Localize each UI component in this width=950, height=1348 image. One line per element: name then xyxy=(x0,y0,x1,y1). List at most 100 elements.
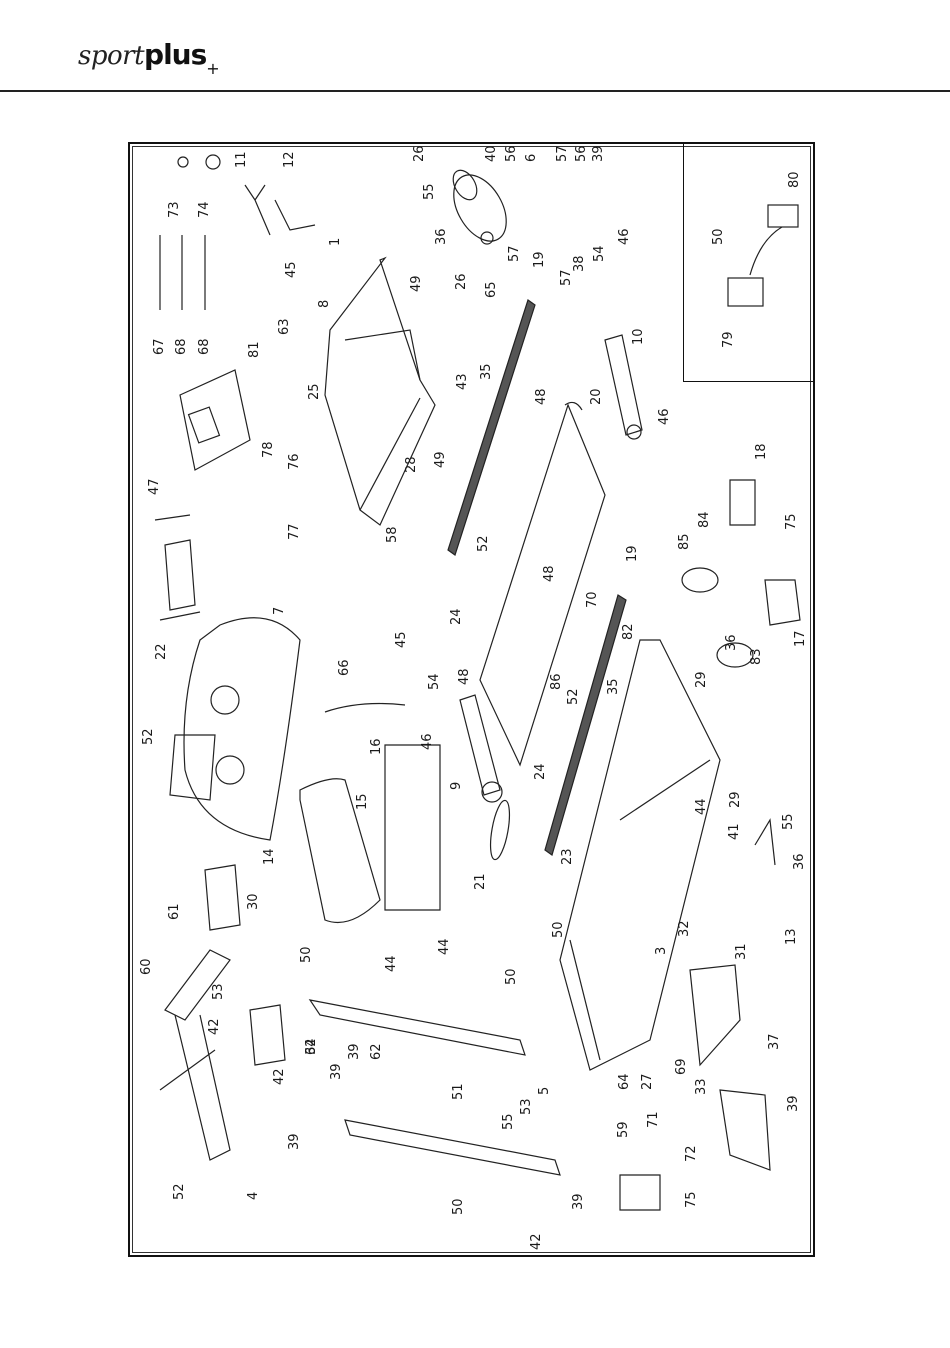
part-number-label: 34 xyxy=(304,1038,319,1055)
part-number-label: 11 xyxy=(234,151,249,168)
part-number-label: 39 xyxy=(347,1043,362,1060)
foot-pad-lower xyxy=(716,642,754,668)
part-number-label: 56 xyxy=(574,145,589,162)
part-number-label: 5 xyxy=(537,1087,552,1095)
part-number-label: 13 xyxy=(784,928,799,945)
part-number-label: 51 xyxy=(451,1083,466,1100)
part-number-label: 1 xyxy=(328,238,343,246)
part-number-label: 75 xyxy=(784,513,799,530)
part-number-label: 14 xyxy=(262,848,277,865)
transformer-upper xyxy=(767,204,799,228)
part-number-label: 63 xyxy=(277,318,292,335)
part-number-label: 45 xyxy=(284,261,299,278)
part-number-label: 83 xyxy=(749,648,764,665)
part-number-label: 39 xyxy=(571,1193,586,1210)
part-number-label: 10 xyxy=(631,328,646,345)
part-number-label: 86 xyxy=(549,673,564,690)
transformer-lower xyxy=(727,277,764,307)
part-number-label: 16 xyxy=(369,738,384,755)
part-number-label: 48 xyxy=(542,565,557,582)
part-number-label: 79 xyxy=(721,331,736,348)
part-number-label: 46 xyxy=(420,733,435,750)
part-number-label: 62 xyxy=(304,1038,319,1055)
part-number-label: 82 xyxy=(621,623,636,640)
part-number-label: 71 xyxy=(646,1111,661,1128)
part-number-label: 38 xyxy=(572,255,587,272)
part-number-label: 78 xyxy=(261,441,276,458)
cap-large xyxy=(205,154,221,170)
part-number-label: 80 xyxy=(787,171,802,188)
part-number-label: 49 xyxy=(409,275,424,292)
part-number-label: 48 xyxy=(534,388,549,405)
safety-key-cord xyxy=(324,702,406,713)
motor-hood-part xyxy=(299,778,381,924)
part-number-label: 53 xyxy=(519,1098,534,1115)
part-number-label: 45 xyxy=(394,631,409,648)
part-number-label: 72 xyxy=(684,1145,699,1162)
logo-script-text: sport xyxy=(78,41,145,71)
part-number-label: 53 xyxy=(211,983,226,1000)
display-panel-part xyxy=(179,369,251,471)
rear-end-cap-left xyxy=(689,964,741,1067)
part-number-label: 9 xyxy=(449,782,464,790)
part-number-label: 44 xyxy=(437,938,452,955)
wrench-tool xyxy=(244,184,271,236)
part-number-label: 39 xyxy=(287,1133,302,1150)
part-number-label: 33 xyxy=(694,1078,709,1095)
part-number-label: 7 xyxy=(272,607,287,615)
part-number-label: 48 xyxy=(457,668,472,685)
header-divider xyxy=(0,90,950,92)
part-number-label: 54 xyxy=(427,673,442,690)
part-number-label: 69 xyxy=(674,1058,689,1075)
grip-tube-lower xyxy=(249,1004,286,1066)
part-number-label: 57 xyxy=(507,245,522,262)
part-number-label: 81 xyxy=(247,341,262,358)
motor-part xyxy=(452,169,507,245)
part-number-label: 52 xyxy=(141,728,156,745)
part-number-label: 17 xyxy=(793,630,808,647)
part-number-label: 50 xyxy=(299,946,314,963)
part-number-label: 42 xyxy=(529,1233,544,1250)
grip-tube-upper xyxy=(204,864,241,931)
part-number-label: 52 xyxy=(172,1183,187,1200)
part-number-label: 30 xyxy=(246,893,261,910)
part-number-label: 46 xyxy=(657,408,672,425)
part-number-label: 50 xyxy=(711,228,726,245)
part-number-label: 55 xyxy=(781,813,796,830)
part-number-label: 15 xyxy=(355,793,370,810)
rear-roller-part xyxy=(459,694,503,803)
part-number-label: 57 xyxy=(555,145,570,162)
allen-key-tool xyxy=(274,199,316,231)
part-number-label: 68 xyxy=(174,338,189,355)
part-number-label: 4 xyxy=(246,1192,261,1200)
part-number-label: 73 xyxy=(167,201,182,218)
part-number-label: 85 xyxy=(677,533,692,550)
part-number-label: 64 xyxy=(617,1073,632,1090)
part-number-label: 55 xyxy=(501,1113,516,1130)
part-number-label: 77 xyxy=(287,523,302,540)
part-number-label: 29 xyxy=(728,791,743,808)
rear-end-cap-right xyxy=(719,1089,771,1171)
part-number-label: 42 xyxy=(272,1068,287,1085)
part-number-label: 52 xyxy=(566,688,581,705)
part-number-label: 55 xyxy=(422,183,437,200)
part-number-label: 37 xyxy=(767,1033,782,1050)
part-number-label: 42 xyxy=(207,1018,222,1035)
part-number-label: 49 xyxy=(433,451,448,468)
transformer-wire xyxy=(749,226,783,276)
part-number-label: 59 xyxy=(616,1121,631,1138)
part-number-label: 19 xyxy=(625,545,640,562)
part-number-label: 43 xyxy=(455,373,470,390)
part-number-label: 44 xyxy=(694,798,709,815)
part-number-label: 50 xyxy=(451,1198,466,1215)
part-number-label: 36 xyxy=(434,228,449,245)
logo-bold-text: plus xyxy=(144,38,207,71)
front-cover-left xyxy=(729,479,756,526)
console-bracket-part xyxy=(154,514,201,621)
part-number-label: 22 xyxy=(154,643,169,660)
lift-link-part xyxy=(754,818,776,866)
handlebar-left-part xyxy=(159,949,231,1161)
part-number-label: 18 xyxy=(754,443,769,460)
part-number-label: 31 xyxy=(734,943,749,960)
